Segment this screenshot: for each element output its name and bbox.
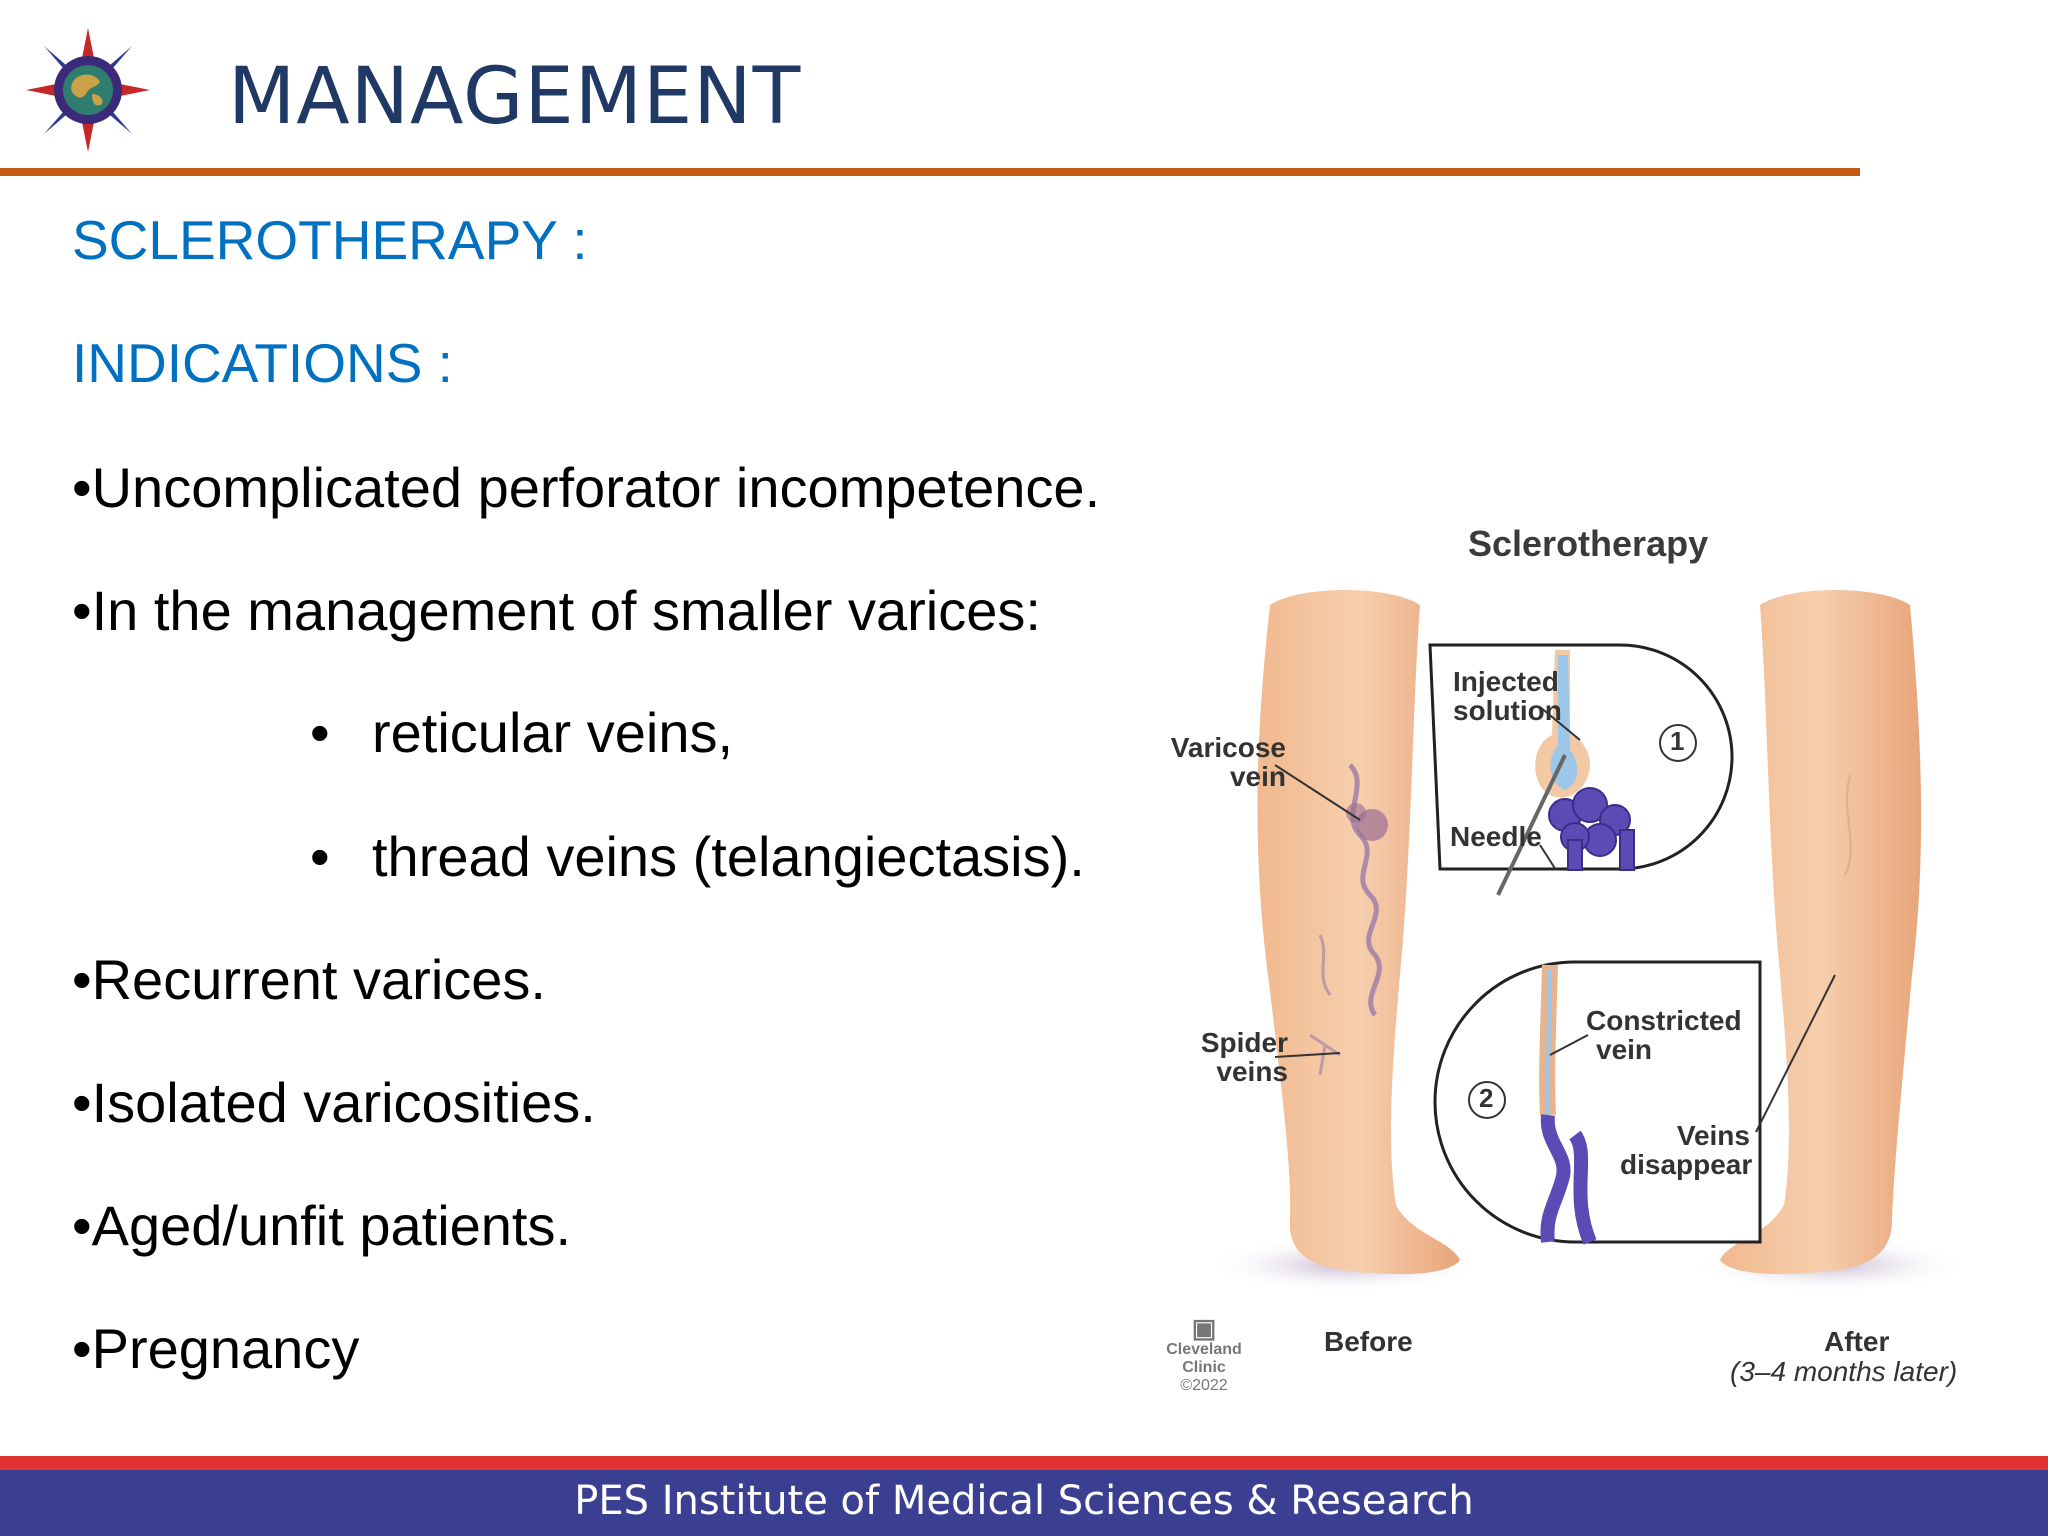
label-line: veins (1216, 1056, 1288, 1087)
image-credit: ▣ Cleveland Clinic ©2022 (1164, 1315, 1244, 1395)
varicose-vein-label: Varicose vein (1164, 733, 1286, 791)
list-item: •Uncomplicated perforator incompetence. (72, 456, 1101, 519)
label-line: Injected (1453, 666, 1559, 697)
constricted-vein-label: Constricted vein (1586, 1006, 1742, 1064)
spider-veins-label: Spider veins (1164, 1028, 1288, 1086)
sub-list-text: thread veins (telangiectasis). (372, 825, 1085, 888)
indications-heading: INDICATIONS : (72, 332, 453, 394)
sub-bullet: • (310, 701, 330, 764)
list-item: •Aged/unfit patients. (72, 1194, 572, 1257)
step-2-marker: 2 (1479, 1083, 1494, 1113)
injected-solution-label: Injected solution (1453, 667, 1562, 725)
label-line: disappear (1620, 1149, 1753, 1180)
compass-globe-logo-icon (26, 28, 150, 152)
list-item: •Recurrent varices. (72, 948, 546, 1011)
before-label: Before (1324, 1326, 1413, 1357)
credit-line: Clinic (1182, 1359, 1226, 1376)
label-line: Veins (1676, 1120, 1750, 1151)
title-divider (0, 168, 1860, 176)
label-line: vein (1596, 1034, 1653, 1065)
sclerotherapy-illustration: Sclerotherapy Varicose vein Injected sol… (1150, 515, 2010, 1410)
label-line: Spider (1200, 1027, 1288, 1058)
slide-title: MANAGEMENT (228, 52, 802, 142)
list-item: •Isolated varicosities. (72, 1071, 596, 1134)
footer-stripe (0, 1456, 2048, 1470)
needle-label: Needle (1450, 821, 1542, 852)
list-item: •In the management of smaller varices: (72, 579, 1041, 642)
veins-disappear-label: Veins disappear (1620, 1120, 1753, 1180)
footer-band (0, 1470, 2048, 1536)
label-line: vein (1229, 761, 1286, 792)
after-timing-note: (3–4 months later) (1730, 1356, 1958, 1387)
credit-line: Cleveland (1166, 1341, 1242, 1358)
label-line: solution (1453, 695, 1562, 726)
label-line: Varicose (1170, 732, 1286, 763)
sub-bullet: • (310, 825, 330, 888)
list-item: •Pregnancy (72, 1317, 360, 1380)
label-line: Constricted (1586, 1005, 1742, 1036)
institute-logo (26, 28, 150, 152)
legs-diagram-image (1150, 575, 2010, 1293)
figure-title: Sclerotherapy (1468, 523, 1709, 564)
sub-list-text: reticular veins, (372, 701, 734, 764)
section-heading: SCLEROTHERAPY : (72, 209, 588, 271)
credit-line: ©2022 (1180, 1377, 1228, 1394)
cleveland-clinic-logo-icon: ▣ (1191, 1313, 1217, 1343)
after-label: After (1824, 1326, 1890, 1357)
footer-institution-name: PES Institute of Medical Sciences & Rese… (574, 1478, 1474, 1524)
step-1-marker: 1 (1670, 726, 1685, 756)
